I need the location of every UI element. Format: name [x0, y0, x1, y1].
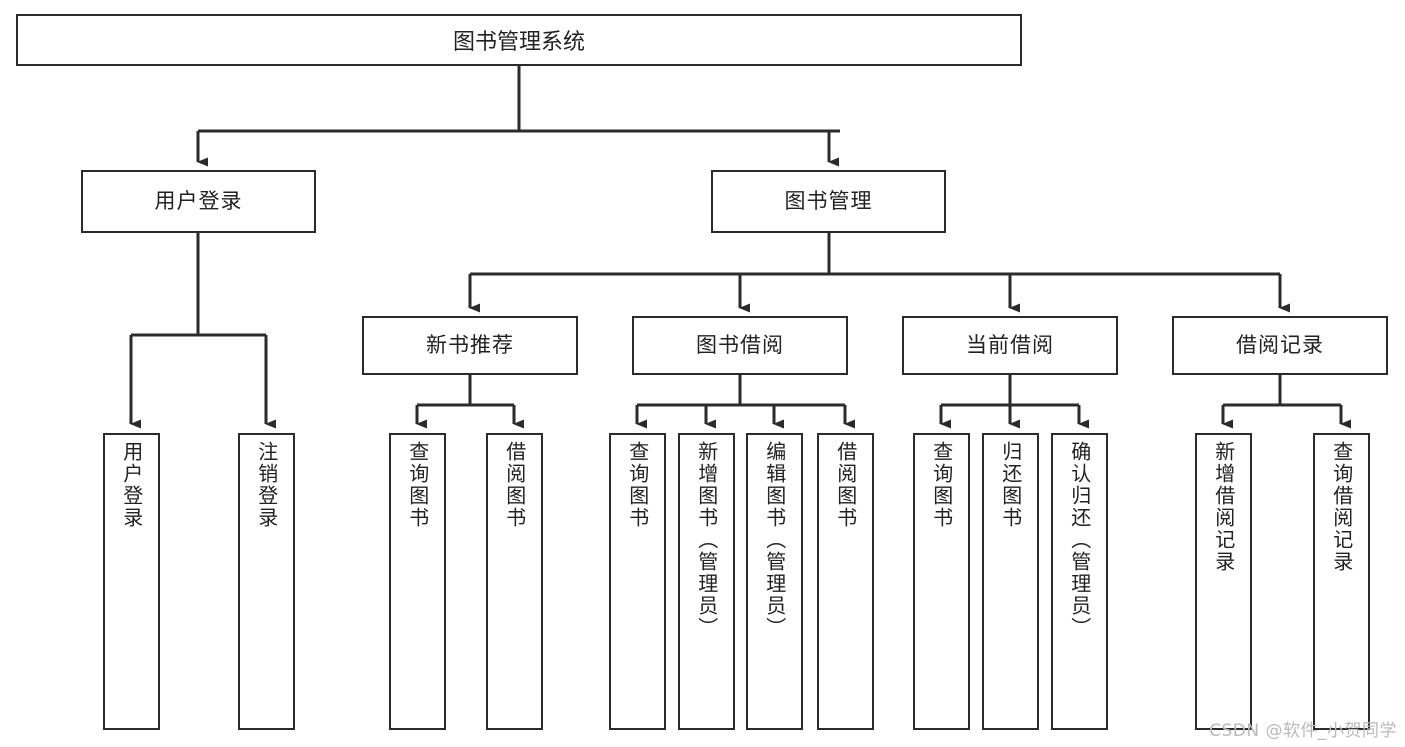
leaf-user-login-label: 用户登录	[119, 441, 144, 529]
node-book-borrow-label: 图书借阅	[696, 332, 784, 357]
leaf-borrow-book-1[interactable]: 借阅图书	[486, 433, 543, 730]
leaf-return-book-label: 归还图书	[998, 441, 1023, 529]
leaf-edit-book[interactable]: 编辑图书（管理员）	[746, 433, 803, 730]
node-user-login-label: 用户登录	[154, 188, 243, 213]
leaf-add-record[interactable]: 新增借阅记录	[1195, 433, 1252, 730]
leaf-user-login[interactable]: 用户登录	[103, 433, 160, 730]
leaf-query-book-1[interactable]: 查询图书	[389, 433, 446, 730]
csdn-watermark: CSDN @软件_小贺同学	[1209, 721, 1397, 741]
node-user-login[interactable]: 用户登录	[81, 170, 316, 233]
leaf-query-book-2-label: 查询图书	[625, 441, 650, 529]
leaf-borrow-book-1-label: 借阅图书	[502, 441, 527, 529]
leaf-borrow-book-2[interactable]: 借阅图书	[817, 433, 874, 730]
leaf-user-logout-label: 注销登录	[254, 441, 279, 529]
leaf-query-record-label: 查询借阅记录	[1329, 441, 1354, 573]
node-borrow-record[interactable]: 借阅记录	[1172, 316, 1388, 375]
leaf-query-book-2[interactable]: 查询图书	[609, 433, 666, 730]
leaf-add-record-label: 新增借阅记录	[1211, 441, 1236, 573]
leaf-edit-book-label: 编辑图书（管理员）	[762, 441, 787, 639]
leaf-query-record[interactable]: 查询借阅记录	[1313, 433, 1370, 730]
leaf-return-book[interactable]: 归还图书	[982, 433, 1039, 730]
node-book-manage[interactable]: 图书管理	[711, 170, 946, 233]
leaf-query-book-1-label: 查询图书	[405, 441, 430, 529]
node-current-borrow-label: 当前借阅	[966, 332, 1054, 357]
leaf-add-book-label: 新增图书（管理员）	[694, 441, 719, 639]
leaf-query-book-3-label: 查询图书	[929, 441, 954, 529]
node-current-borrow[interactable]: 当前借阅	[902, 316, 1118, 375]
node-new-book-recommend-label: 新书推荐	[426, 332, 514, 357]
node-root[interactable]: 图书管理系统	[16, 14, 1022, 66]
node-new-book-recommend[interactable]: 新书推荐	[362, 316, 578, 375]
leaf-confirm-return[interactable]: 确认归还（管理员）	[1051, 433, 1108, 730]
leaf-confirm-return-label: 确认归还（管理员）	[1067, 441, 1092, 639]
node-borrow-record-label: 借阅记录	[1236, 332, 1324, 357]
node-book-borrow[interactable]: 图书借阅	[632, 316, 848, 375]
leaf-user-logout[interactable]: 注销登录	[238, 433, 295, 730]
leaf-query-book-3[interactable]: 查询图书	[913, 433, 970, 730]
leaf-add-book[interactable]: 新增图书（管理员）	[678, 433, 735, 730]
node-book-manage-label: 图书管理	[784, 188, 873, 213]
node-root-label: 图书管理系统	[452, 30, 585, 55]
leaf-borrow-book-2-label: 借阅图书	[833, 441, 858, 529]
